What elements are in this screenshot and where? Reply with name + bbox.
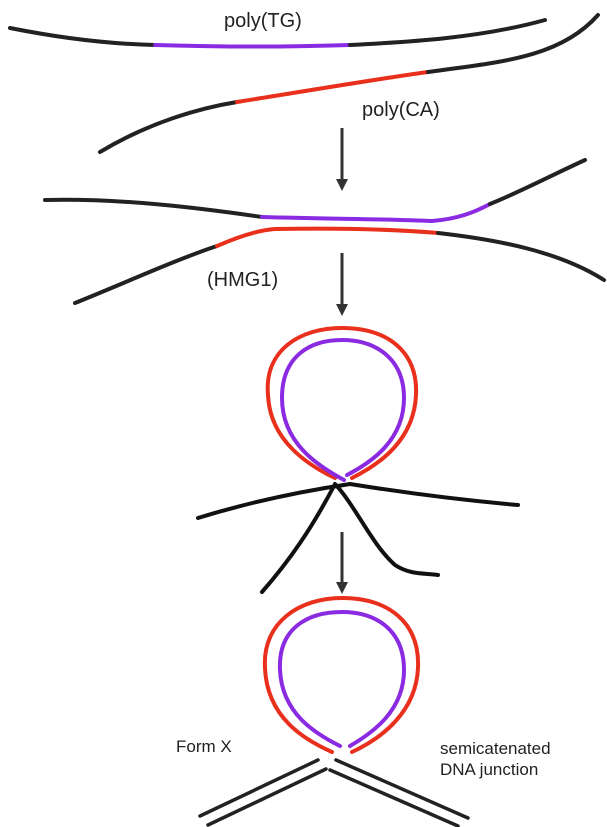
crossing-strand-b <box>260 482 440 594</box>
form-x-inner-poly-tg-loop <box>277 610 406 748</box>
hmg1-label: (HMG1) <box>207 269 278 291</box>
outer-poly-ca-loop <box>265 326 419 480</box>
lower-poly-ca-paired <box>215 226 440 248</box>
upper-strand-left-arm <box>43 197 264 219</box>
poly-ca-label: poly(CA) <box>362 99 440 121</box>
semicatenated-label: semicatenated <box>440 739 551 758</box>
stage-4-form-x: Form X semicatenated DNA junction <box>176 596 551 827</box>
lower-strand-right-arm <box>436 231 606 282</box>
stage-2-aligned-duplexes: (HMG1) <box>43 158 606 305</box>
form-x-label: Form X <box>176 737 232 756</box>
stage-3-loop-intermediate <box>196 326 520 594</box>
crossing-strand-a <box>196 482 520 520</box>
bottom-duplex-left-arm <box>98 100 239 154</box>
form-x-outer-poly-ca-loop <box>262 596 421 754</box>
upper-poly-tg-paired <box>260 202 492 223</box>
poly-tg-label: poly(TG) <box>224 10 302 32</box>
form-x-left-duplex-strand-2 <box>206 767 328 827</box>
inner-poly-tg-loop <box>280 338 406 482</box>
form-x-right-duplex-strand-2 <box>328 768 460 827</box>
bottom-duplex-right-arm <box>426 13 600 74</box>
lower-strand-left-arm <box>73 244 219 305</box>
poly-tg-segment <box>153 43 352 49</box>
top-duplex-right-arm <box>348 18 547 47</box>
form-x-right-duplex-strand-1 <box>334 758 470 820</box>
form-x-left-duplex-strand-1 <box>198 758 320 818</box>
upper-strand-right-arm <box>488 158 587 206</box>
dna-junction-label: DNA junction <box>440 760 538 779</box>
poly-ca-segment <box>235 70 430 104</box>
top-duplex-left-arm <box>8 26 157 47</box>
stage-1-separate-duplexes: poly(TG) poly(CA) <box>8 10 600 154</box>
